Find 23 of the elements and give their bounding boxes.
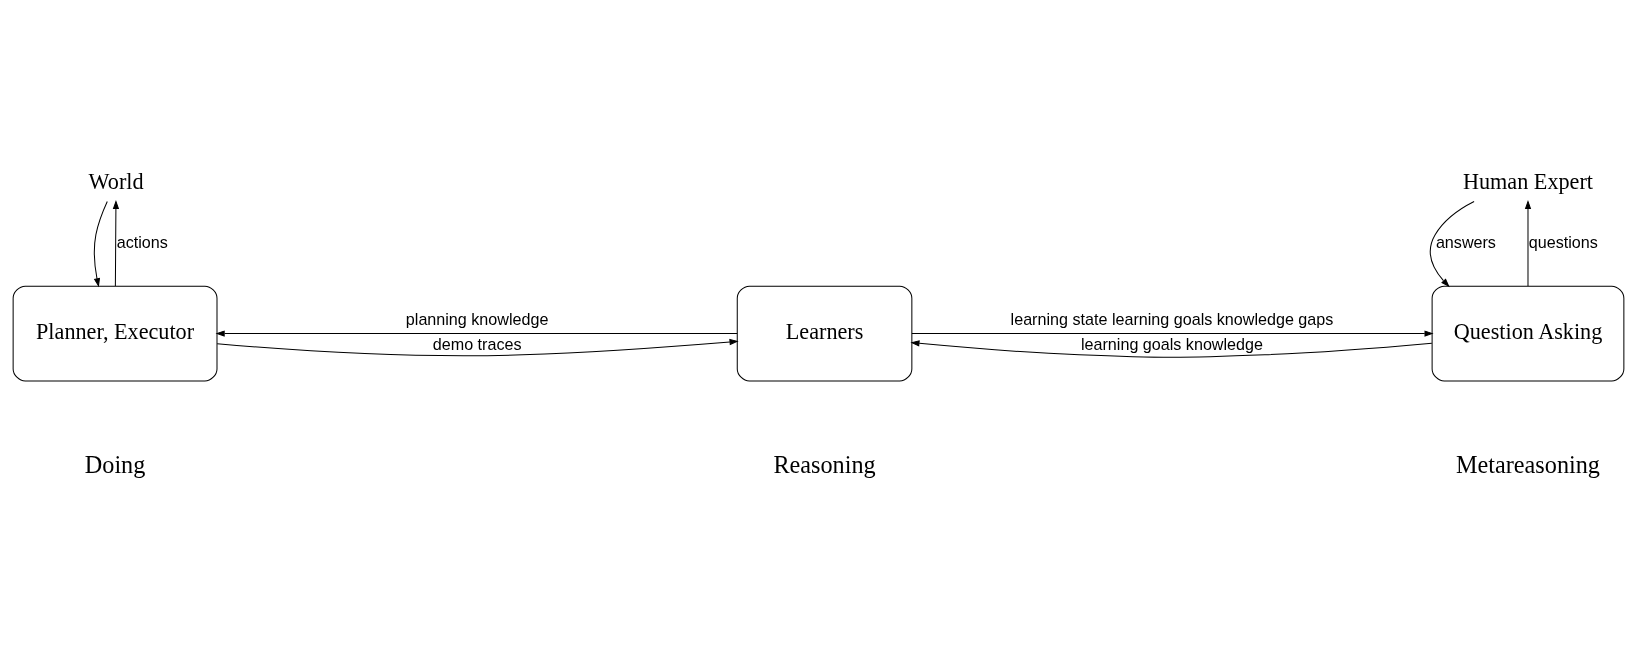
arrow [112,199,120,286]
arrow [216,338,739,356]
edge-label: learning state learning goals knowledge gaps [1010,309,1334,328]
node-box: Learners [736,285,913,381]
label: Metareasoning [1456,450,1600,478]
arrow [215,329,738,337]
node-text: World [88,168,144,194]
arrow [1429,200,1475,287]
arrow [911,329,1434,337]
edge-label: learning goals knowledge [1080,334,1263,353]
label: Reasoning [773,450,876,478]
edge-label: demo traces [432,334,522,353]
label: Doing [84,450,146,478]
node-text: Human Expert [1462,168,1593,194]
arrow [93,200,108,287]
edge-label: planning knowledge [405,309,549,328]
node-box: Question Asking [1431,285,1625,381]
edge-label: questions [1528,232,1598,251]
arrow [910,339,1433,358]
arrow [1524,199,1532,286]
edge-label: answers [1435,232,1496,251]
edge-label: actions [116,232,168,251]
node-box: Planner, Executor [12,285,218,381]
